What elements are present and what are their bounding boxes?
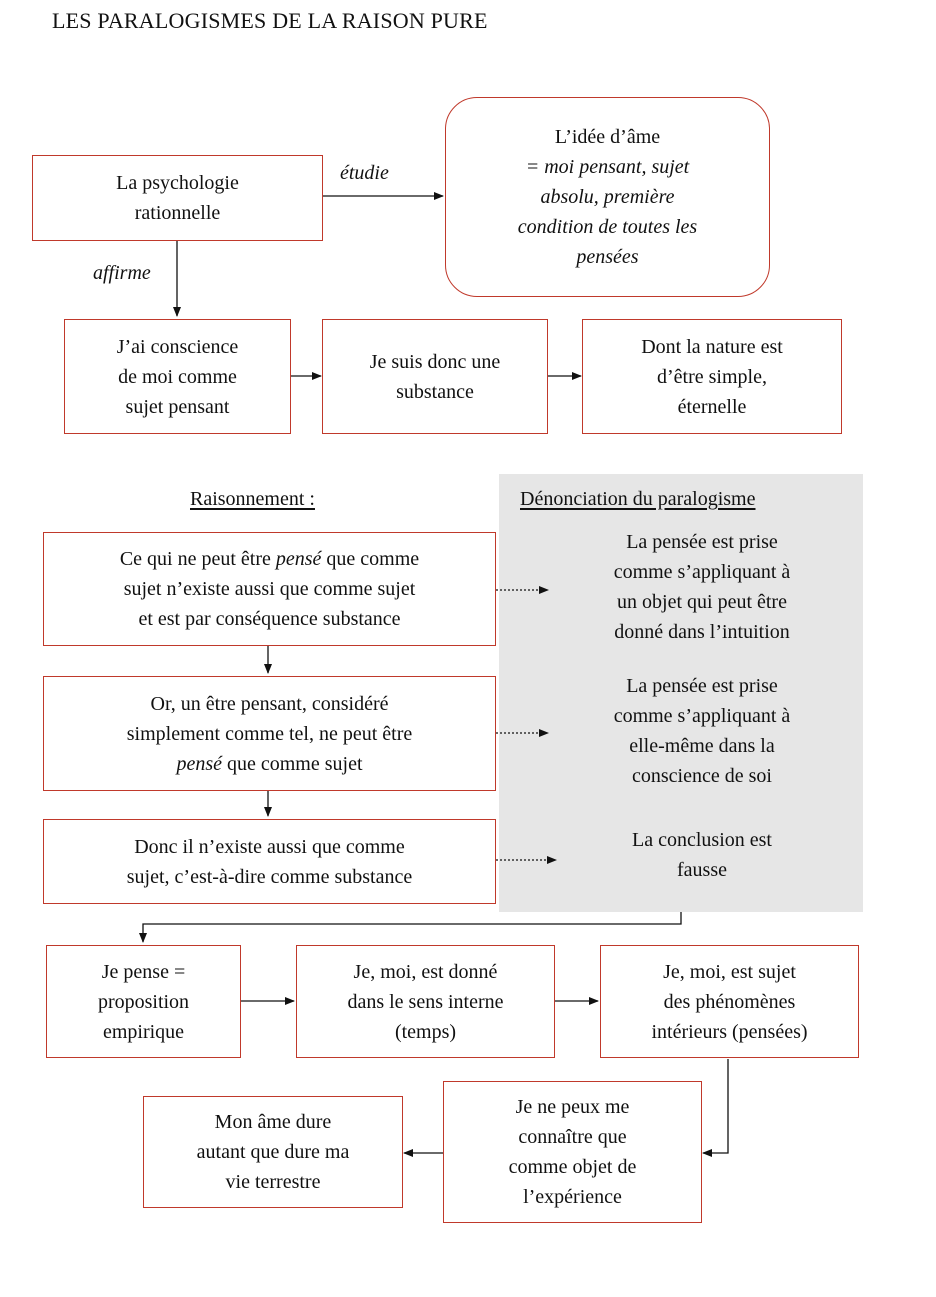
page-title: LES PARALOGISMES DE LA RAISON PURE [52,8,488,33]
box-psychologie-rationnelle: La psychologie rationnelle [32,155,323,241]
box-ame-dure: Mon âme dure autant que dure ma vie terr… [143,1096,403,1208]
box-je-pense: Je pense = proposition empirique [46,945,241,1058]
box-raisonnement-1: Ce qui ne peut être pensé que comme suje… [43,532,496,646]
label-affirme: affirme [93,262,151,284]
denonciation-3: La conclusion est fausse [632,829,772,881]
box-nature: Dont la nature est d’être simple, éterne… [582,319,842,434]
box-raisonnement-3: Donc il n’existe aussi que comme sujet, … [43,819,496,904]
denonciation-1: La pensée est prise comme s’appliquant à… [613,531,791,643]
heading-denonciation: Dénonciation du paralogisme [520,488,756,510]
arrow-sujet-connaitre [702,1059,729,1157]
box-connaitre-experience: Je ne peux me connaître que comme objet … [443,1081,702,1223]
box-idee-ame: L’idée d’âme = moi pensant, sujet absolu… [445,97,770,297]
arrow-panel-jepense [139,912,682,943]
box-sujet-phenomenes: Je, moi, est sujet des phénomènes intéri… [600,945,859,1058]
label-etudie: étudie [340,162,389,184]
denonciation-2: La pensée est prise comme s’appliquant à… [613,675,791,787]
box-substance: Je suis donc une substance [322,319,548,434]
heading-raisonnement: Raisonnement : [190,488,315,510]
denunciation-panel [499,474,863,912]
box-raisonnement-2: Or, un être pensant, considéré simplemen… [43,676,496,791]
box-conscience: J’ai conscience de moi comme sujet pensa… [64,319,291,434]
box-sens-interne: Je, moi, est donné dans le sens interne … [296,945,555,1058]
